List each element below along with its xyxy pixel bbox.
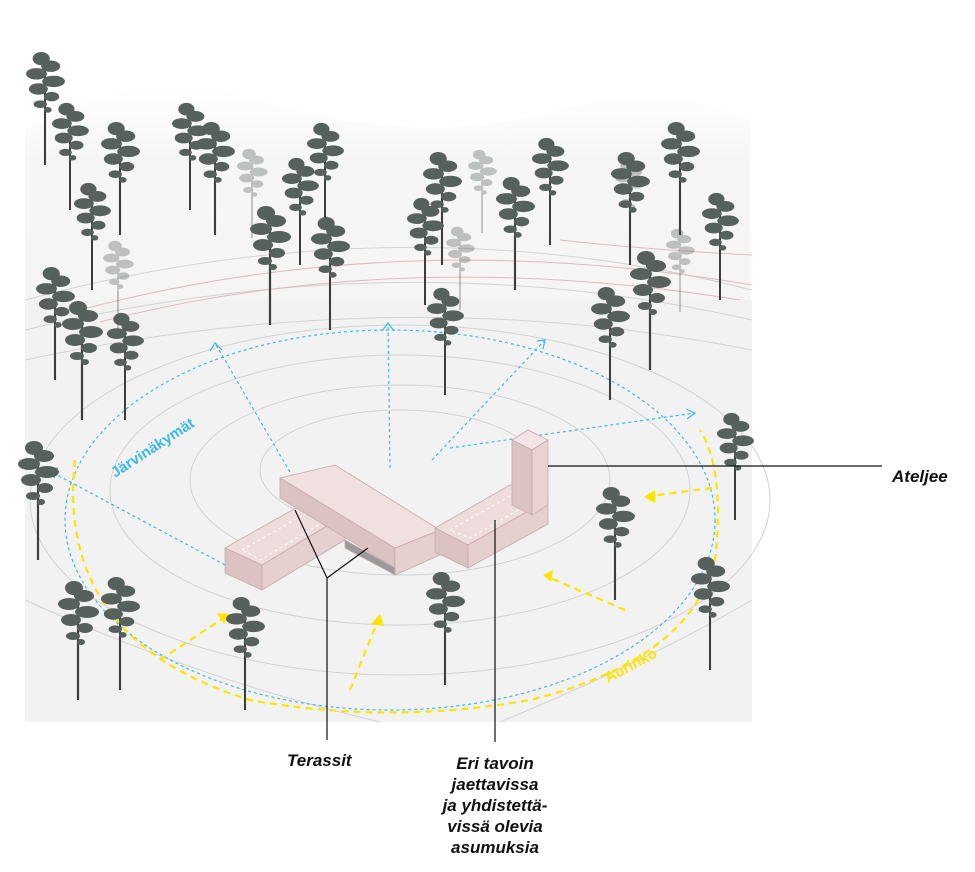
right-wing-side (434, 527, 469, 569)
callout-studio: Ateljee (892, 467, 948, 486)
studio-front (531, 439, 549, 516)
sun-lines (72, 429, 719, 714)
central-block-front (394, 529, 441, 576)
callout-terraces: Terassit (287, 751, 352, 770)
terrace-shadow (344, 539, 396, 576)
callout-dwellings: Eri tavoin jaettavissa ja yhdistettä- vi… (442, 754, 548, 857)
view-lines (47, 322, 716, 711)
building-massing (224, 429, 549, 591)
leader-lines (294, 465, 882, 742)
studio-side (511, 439, 533, 516)
sun-arrowheads (217, 490, 655, 626)
